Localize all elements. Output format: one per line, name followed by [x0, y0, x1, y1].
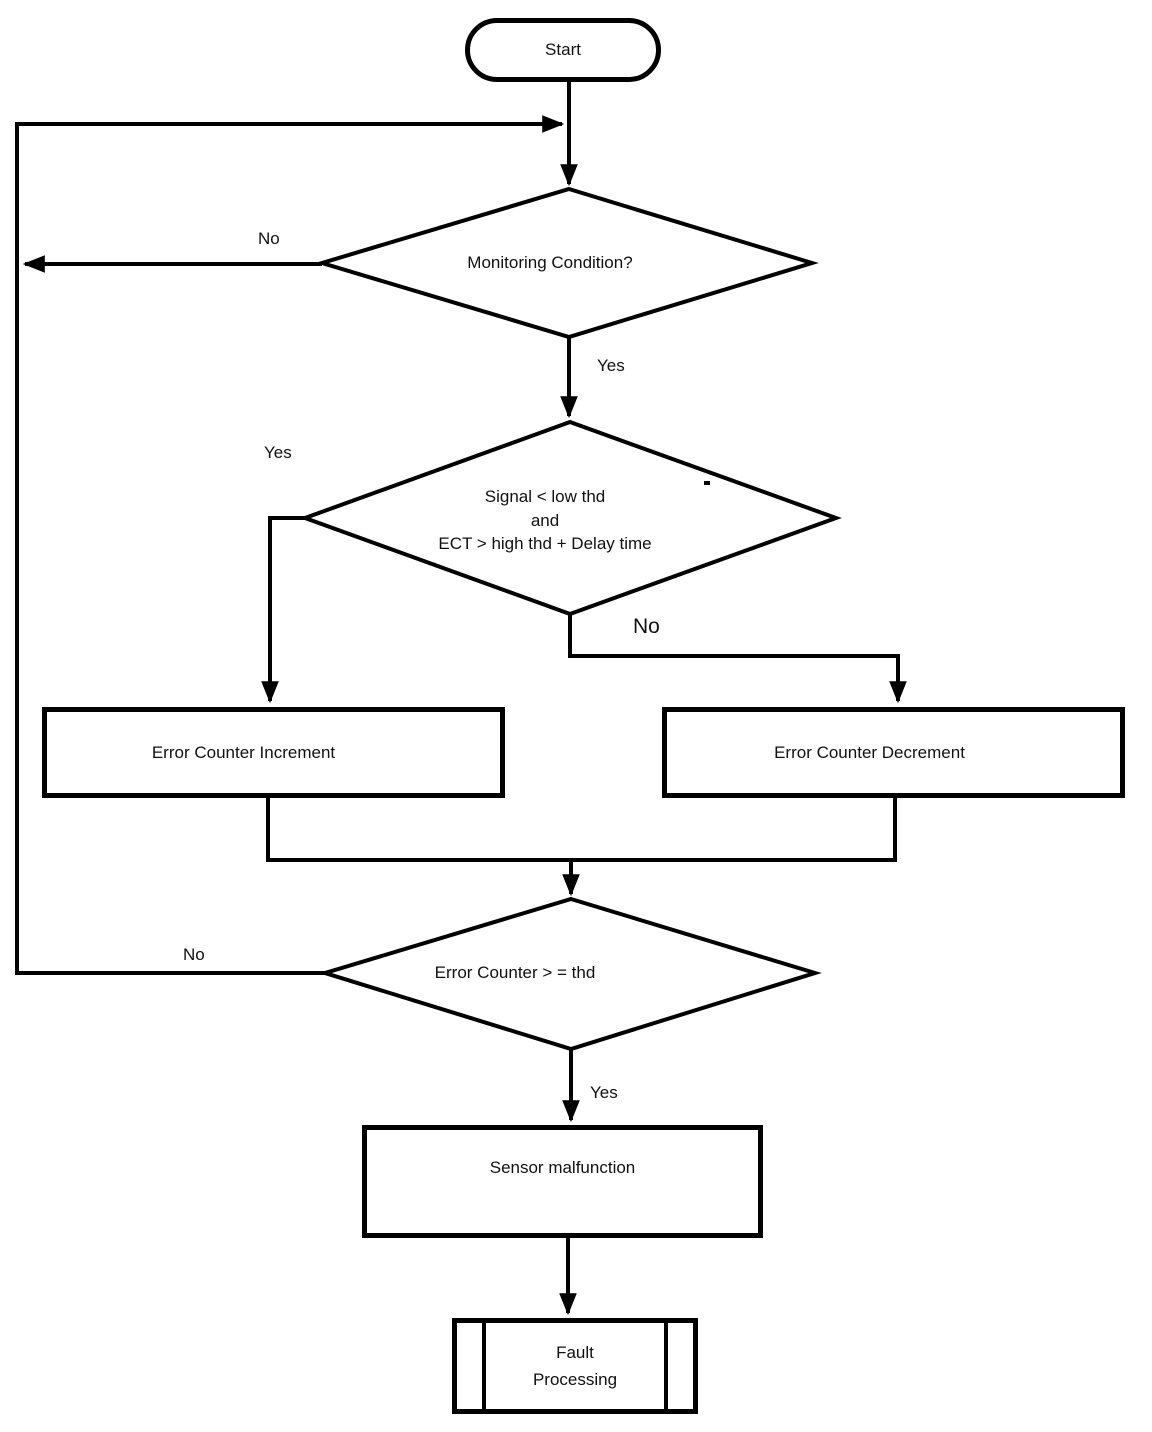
signal-yes-label: Yes [264, 443, 292, 462]
predefined-left-bar-icon [482, 1323, 486, 1409]
threshold-no-label: No [183, 945, 205, 964]
edge-signal-no [568, 614, 907, 704]
threshold-yes-label: Yes [590, 1083, 618, 1102]
start-node: Start [465, 18, 661, 82]
stray-mark [704, 481, 710, 485]
fault-processing-line2: Processing [532, 1370, 618, 1389]
decision-monitoring-condition [315, 186, 819, 340]
edge-signal-yes [261, 516, 305, 704]
sensor-malfunction-box: Sensor malfunction [362, 1125, 763, 1238]
fault-processing-line1: Fault [556, 1343, 594, 1362]
signal-check-line2: and [530, 510, 560, 530]
monitoring-condition-text: Monitoring Condition? [467, 253, 633, 272]
error-counter-decrement-label: Error Counter Decrement [774, 742, 965, 762]
sensor-malfunction-label: Sensor malfunction [489, 1157, 636, 1177]
monitoring-yes-label: Yes [597, 356, 625, 375]
monitoring-no-label: No [258, 229, 280, 248]
start-label: Start [545, 40, 581, 59]
predefined-right-bar-icon [664, 1323, 668, 1409]
error-counter-increment-label: Error Counter Increment [151, 742, 336, 762]
error-counter-increment-box: Error Counter Increment [42, 707, 505, 798]
edge-loopback-left [15, 115, 565, 975]
error-counter-threshold-text: Error Counter > = thd [434, 963, 596, 982]
signal-check-line3: ECT > high thd + Delay time [438, 534, 652, 553]
signal-no-label: No [633, 615, 660, 638]
signal-check-text: Signal < low thd and ECT > high thd + De… [365, 485, 725, 556]
signal-check-line1: Signal < low thd [484, 487, 606, 506]
error-counter-decrement-box: Error Counter Decrement [662, 707, 1125, 798]
edge-merge [266, 797, 897, 862]
fault-processing-box: Fault Processing [452, 1318, 698, 1414]
